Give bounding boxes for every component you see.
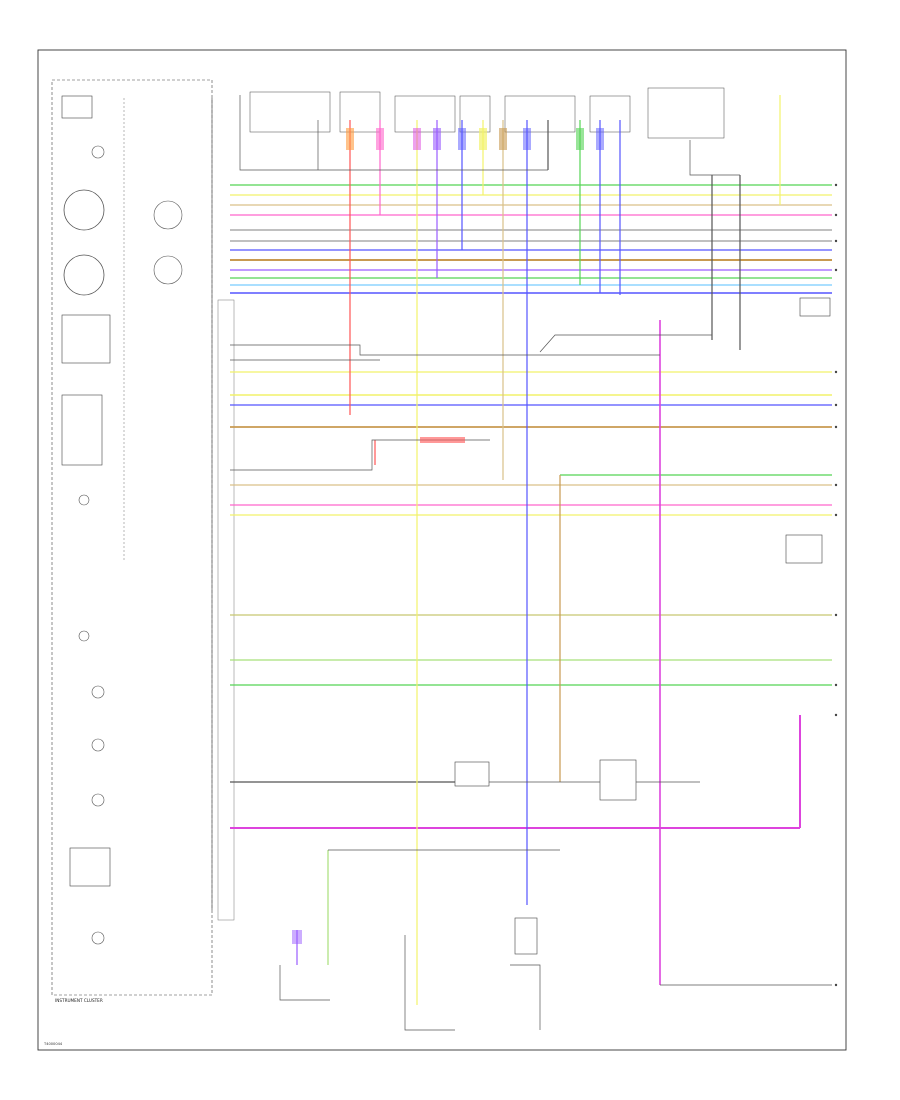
warning-lamp-2-icon [78, 630, 90, 642]
cluster-module-box [61, 95, 93, 119]
right-module-box [799, 297, 831, 317]
odometer-display-box [61, 314, 111, 364]
warning-lamp-3-icon [91, 685, 105, 699]
temp-gauge-icon [153, 255, 183, 285]
top-connector-4 [459, 95, 491, 133]
top-connector-6 [589, 95, 631, 133]
wire-accents [292, 128, 604, 944]
black-routing [230, 95, 740, 1031]
vertical-wires [296, 95, 801, 1005]
warning-lamp-6-icon [91, 931, 105, 945]
top-connector-1 [249, 91, 331, 133]
wire-terminals [834, 183, 838, 987]
warning-lamp-5-icon [91, 793, 105, 807]
diagram-frame [37, 49, 847, 1051]
horizontal-wires [230, 184, 832, 829]
indicator-lamp-icon [91, 145, 105, 159]
bottom-switch-box [454, 761, 490, 787]
tachometer-gauge-icon [63, 254, 105, 296]
right-module-box-2 [785, 534, 823, 564]
top-connector-3 [394, 95, 456, 133]
right-module-box-3 [599, 759, 637, 801]
cluster-title: INSTRUMENT CLUSTER [55, 998, 103, 1003]
display-module-box [69, 847, 111, 887]
cluster-pin-strip [217, 299, 235, 921]
warning-lamp-4-icon [91, 738, 105, 752]
speedometer-gauge-icon [63, 189, 105, 231]
top-connector-2 [339, 91, 381, 133]
trip-computer-box [61, 394, 103, 466]
warning-lamp-1-icon [78, 494, 90, 506]
top-connector-5 [504, 95, 576, 133]
bottom-sensor-box [514, 917, 538, 955]
figure-id: T4000044 [43, 1042, 63, 1046]
relay-box [647, 87, 725, 139]
fuel-gauge-icon [153, 200, 183, 230]
